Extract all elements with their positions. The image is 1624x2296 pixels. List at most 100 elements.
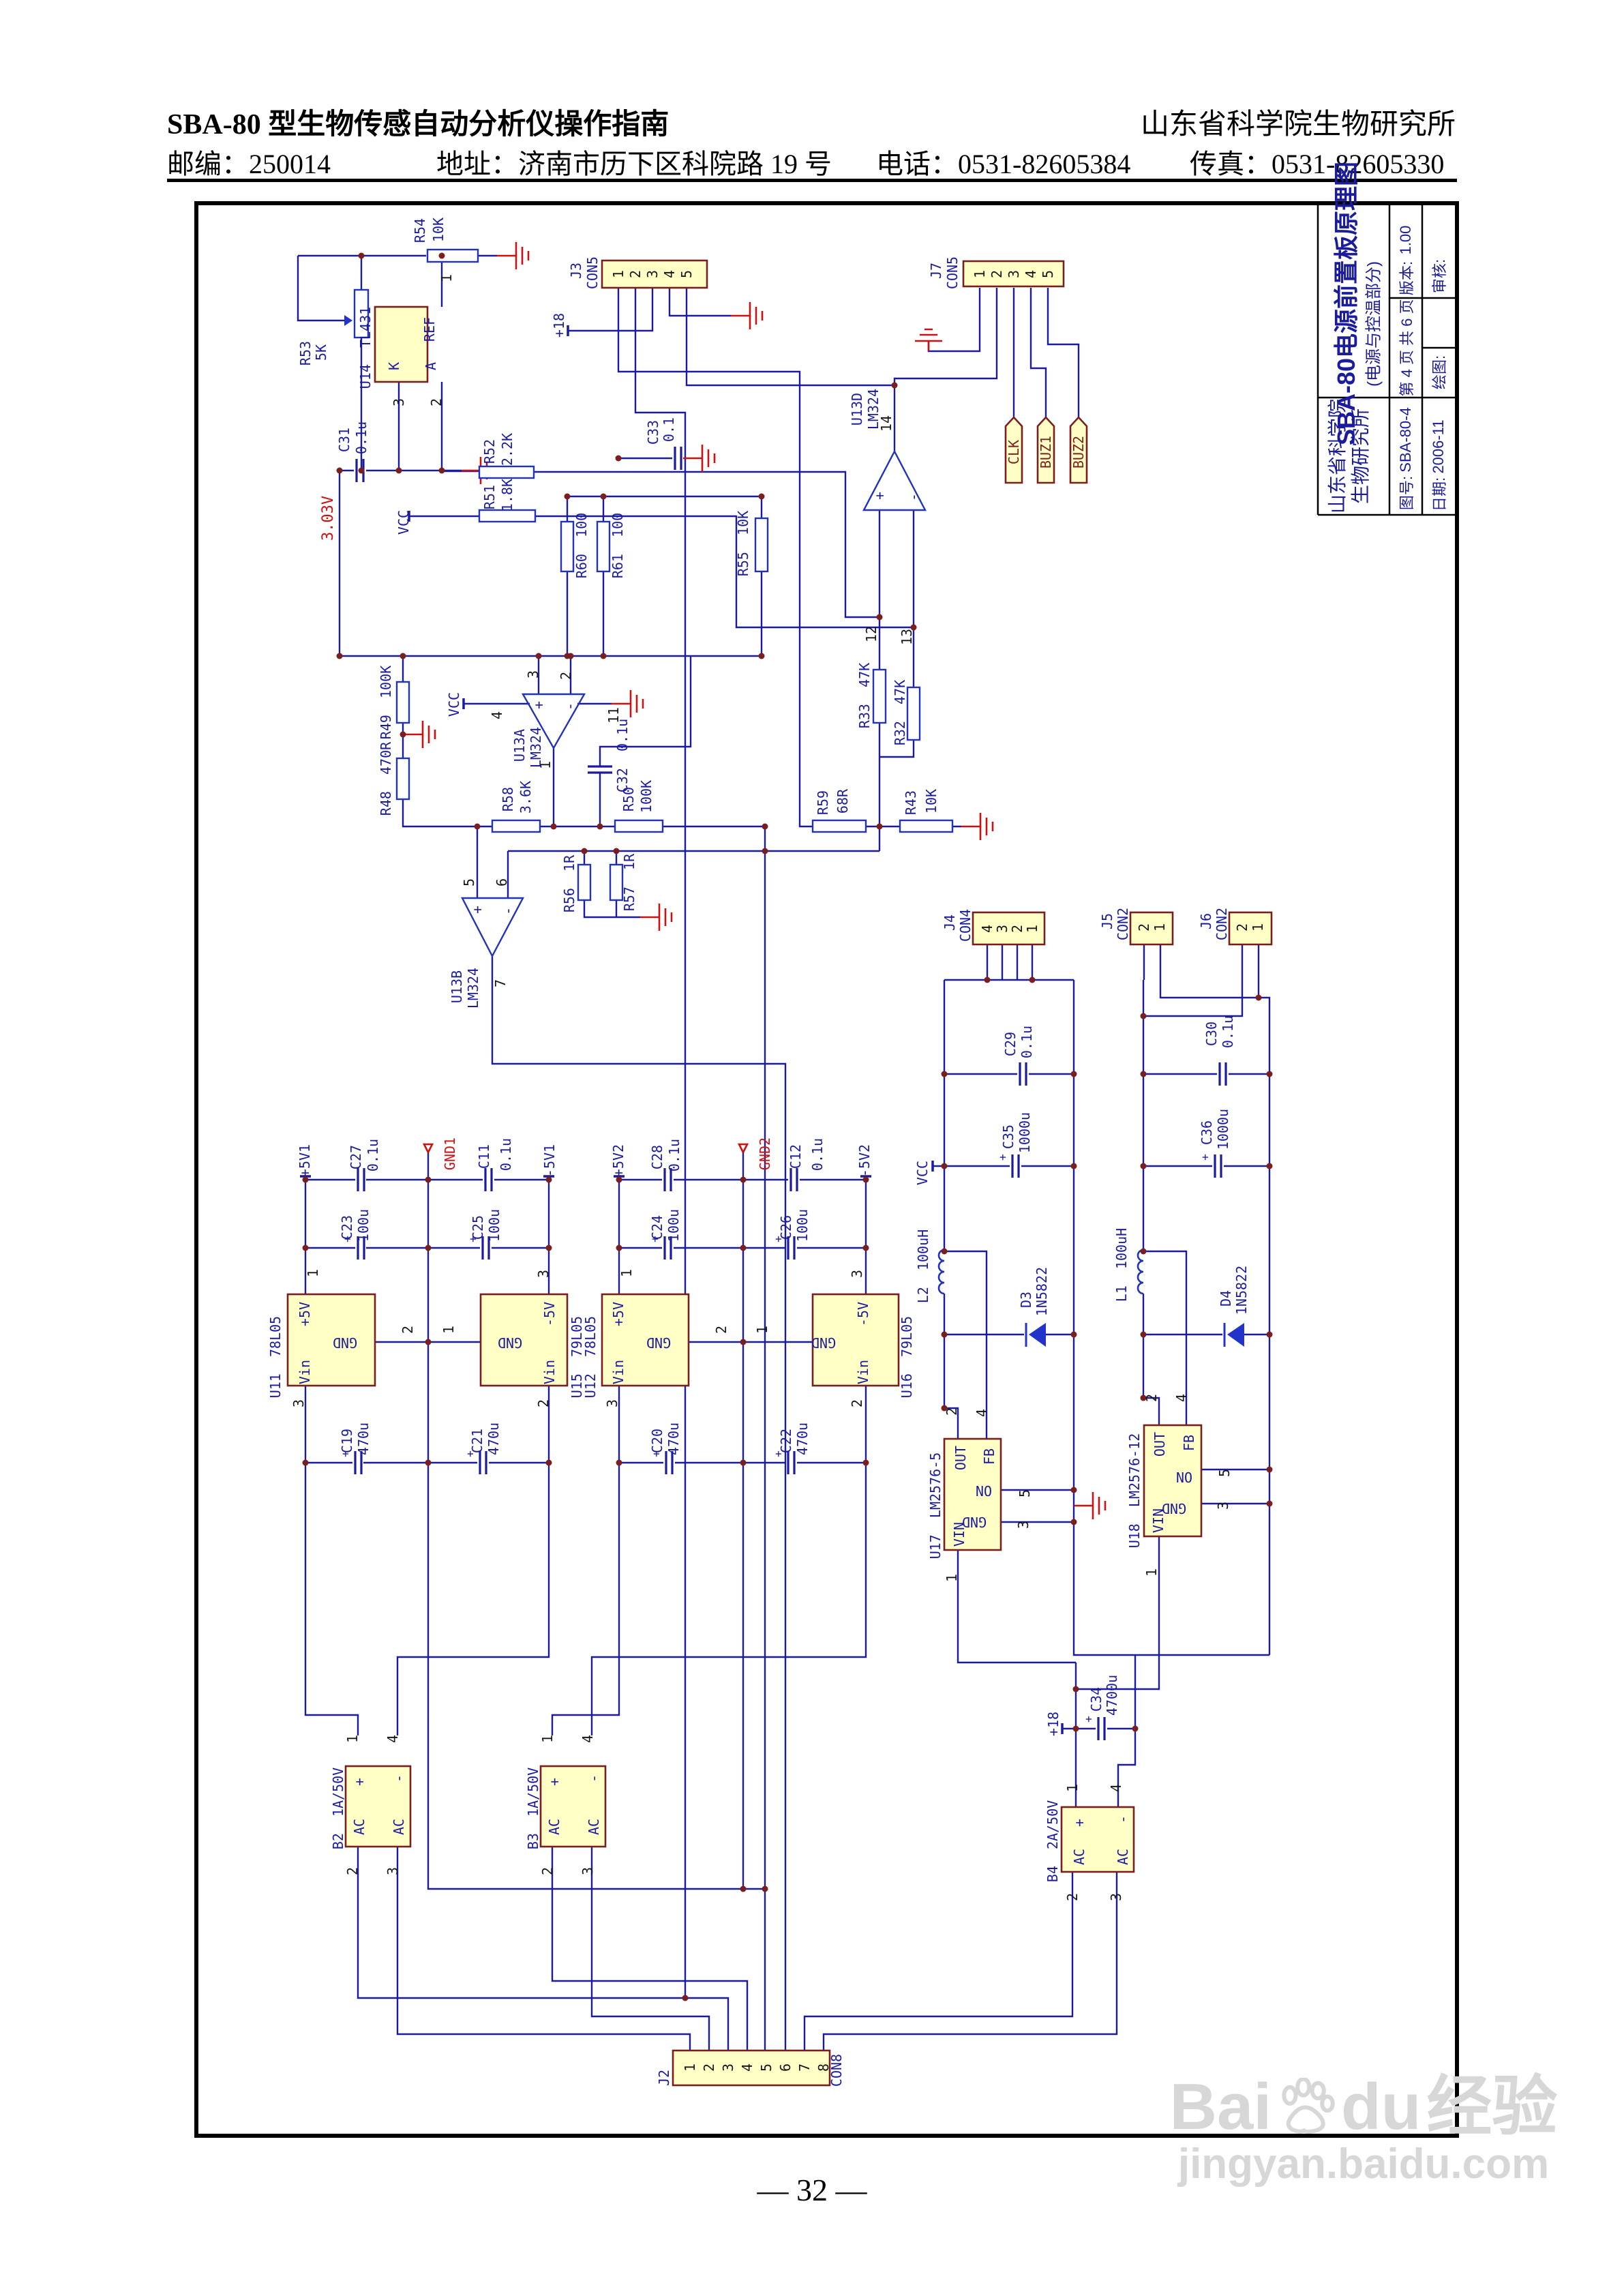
- schematic-label: LM324: [528, 726, 544, 769]
- schematic-label: R51: [481, 484, 498, 510]
- schematic-label: U14 TL431: [357, 306, 374, 389]
- schematic-label: 10K: [430, 217, 447, 243]
- schematic-label: 3: [1108, 1892, 1124, 1902]
- schematic-label: 1: [618, 1268, 635, 1278]
- schematic-label: BUZ1: [1038, 435, 1054, 469]
- watermark-brand-left: Bai: [1169, 2070, 1272, 2143]
- schematic-label: R60 100: [573, 512, 590, 579]
- schematic-label: 1: [1250, 923, 1266, 932]
- schematic-label: C29: [1002, 1031, 1019, 1057]
- schematic-label: R57 1R: [621, 853, 637, 912]
- schematic-label: -: [562, 702, 578, 711]
- schematic-label: C34: [1088, 1686, 1104, 1712]
- schematic-label: 1000u: [1215, 1108, 1231, 1150]
- schematic-label: C33: [645, 419, 661, 445]
- header-rule: [167, 179, 1457, 182]
- schematic-label: 2: [558, 671, 574, 681]
- schematic-label: +5V2: [610, 1144, 627, 1178]
- schematic-label: 1: [972, 269, 988, 279]
- schematic-label: 1000u: [1017, 1112, 1033, 1154]
- schematic-label: +: [464, 1450, 477, 1457]
- schematic-label: C21: [469, 1428, 485, 1454]
- schematic-label: 1: [1064, 1783, 1081, 1793]
- schematic-label: REF: [421, 316, 438, 342]
- schematic-label: 470u: [794, 1422, 811, 1456]
- schematic-label: AC: [546, 1818, 562, 1836]
- schematic-label: 3.03V: [320, 495, 337, 541]
- schematic-label: 1: [344, 1734, 361, 1744]
- schematic-label: U13B: [449, 970, 465, 1004]
- ground-symbols: [404, 242, 1107, 1519]
- schematic-label: D4: [1218, 1289, 1234, 1307]
- schematic-label: LM324: [465, 967, 481, 1009]
- schematic-label: 3: [385, 1866, 401, 1876]
- schematic-label: 1: [539, 1734, 556, 1744]
- schematic-label: 5: [1017, 1489, 1033, 1498]
- schematic-label: -5V: [541, 1301, 558, 1327]
- schematic-label: +: [772, 1236, 785, 1242]
- schematic-label: GND: [811, 1335, 837, 1351]
- schematic-label: +: [996, 1154, 1009, 1161]
- schematic-label: CON8: [828, 2053, 845, 2087]
- schematic-label: 5: [1216, 1468, 1233, 1478]
- schematic-label: +: [1071, 1818, 1087, 1828]
- schematic-label: +: [1082, 1716, 1095, 1723]
- schematic-label: 8: [815, 2063, 832, 2072]
- net-flag-clk: [1004, 416, 1023, 484]
- schematic-label: R55 10K: [735, 510, 751, 577]
- schematic-label: BUZ2: [1070, 435, 1087, 469]
- schematic-label: 1N5822: [1034, 1266, 1050, 1317]
- header-address: 地址：济南市历下区科院路 19 号: [436, 149, 832, 179]
- schematic-label: 4: [979, 924, 995, 934]
- schematic-label: 1: [610, 269, 627, 279]
- schematic-label: AC: [391, 1818, 407, 1836]
- schematic-label: 100u: [665, 1208, 682, 1242]
- schematic-label: 1: [438, 273, 455, 283]
- schematic-label: 7: [796, 2063, 813, 2072]
- schematic-label: U18 LM2576-12: [1126, 1433, 1143, 1549]
- capacitor-plates: [354, 447, 1227, 1740]
- schematic-label: J3: [568, 262, 584, 280]
- schematic-label: 100u: [486, 1208, 502, 1242]
- schematic-label: +: [530, 700, 547, 710]
- schematic-label: +: [648, 1236, 661, 1242]
- schematic-label: -: [391, 1774, 407, 1783]
- schematic-label: L2 100uH: [915, 1229, 931, 1304]
- schematic-label: 2: [535, 1399, 552, 1408]
- schematic-label: -: [1115, 1815, 1131, 1824]
- schematic-label: GND: [646, 1335, 672, 1351]
- schematic-label: 3: [580, 1866, 596, 1876]
- schematic-label: OUT: [952, 1445, 969, 1471]
- schematic-label: U12 78L05: [582, 1315, 599, 1399]
- schematic-label: 5: [678, 269, 695, 279]
- schematic-label: CON5: [944, 256, 961, 290]
- schematic-canvas: [194, 201, 1459, 2138]
- schematic-label: J7: [928, 262, 944, 280]
- schematic-label: U11 78L05: [267, 1315, 284, 1399]
- schematic-label: 2: [428, 398, 445, 407]
- schematic-label: ON: [975, 1482, 993, 1499]
- schematic-label: 5: [1040, 269, 1056, 279]
- header-fax: 传真：0531-82605330: [1190, 149, 1445, 179]
- schematic-label: +5V: [297, 1301, 313, 1327]
- schematic-label: FB: [981, 1448, 997, 1465]
- schematic-label: 2: [849, 1399, 865, 1408]
- schematic-label: 0.1u: [498, 1137, 514, 1172]
- schematic-label: R48 470R: [378, 741, 394, 816]
- schematic-label: 2: [1143, 1393, 1160, 1403]
- schematic-label: 6: [777, 2063, 794, 2072]
- schematic-label: +5V1: [297, 1144, 313, 1178]
- schematic-label: R58: [500, 786, 516, 812]
- schematic-label: -: [905, 492, 922, 502]
- schematic-label: +: [1199, 1154, 1212, 1161]
- schematic-label: 10K: [923, 788, 939, 814]
- schematic-label: 4: [489, 711, 505, 720]
- schematic-label: ON: [1175, 1469, 1193, 1485]
- schematic-label: 14: [878, 415, 894, 432]
- schematic-label: 2: [701, 2063, 717, 2072]
- schematic-label: C20: [649, 1428, 665, 1454]
- schematic-label: U15 79L05: [569, 1315, 585, 1399]
- schematic-label: AC: [1071, 1848, 1087, 1866]
- component-boxes: [286, 259, 1273, 2087]
